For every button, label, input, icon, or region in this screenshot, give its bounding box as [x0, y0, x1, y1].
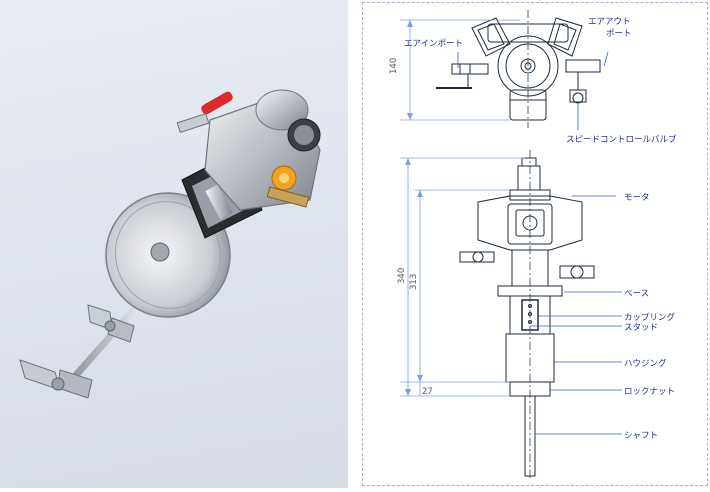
diagram-frame — [362, 2, 708, 486]
dimension-340: 340 — [397, 268, 407, 284]
lower-impeller — [19, 359, 93, 399]
mixer-illustration — [19, 89, 321, 399]
upper-impeller — [87, 304, 135, 343]
dimension-27: 27 — [422, 387, 433, 397]
dimension-313: 313 — [409, 274, 419, 290]
dimension-lines — [400, 19, 525, 397]
label-speed-control-valve: スピードコントロールバルブ — [566, 134, 677, 145]
dimension-arrows — [405, 20, 423, 396]
label-shaft: シャフト — [624, 431, 658, 441]
dimension-diagram: エアインポート エアアウト ポート スピードコントロールバルブ モータ ベース … — [360, 0, 710, 488]
dimension-140: 140 — [389, 58, 399, 74]
label-air-in-port: エアインポート — [404, 39, 463, 49]
red-valve-handle — [176, 91, 233, 134]
label-lock-nut: ロックナット — [624, 387, 675, 397]
label-air-out-port-line2: ポート — [606, 29, 632, 39]
label-base: ベース — [624, 289, 649, 299]
label-air-out-port-line1: エアアウト — [588, 17, 631, 27]
label-coupling: カップリング — [624, 312, 676, 323]
orange-speed-knob — [266, 165, 310, 208]
label-motor: モータ — [624, 193, 650, 203]
leader-lines — [457, 51, 622, 435]
label-housing: ハウジング — [624, 358, 667, 369]
label-stud: スタッド — [624, 323, 658, 333]
center-lines — [527, 10, 531, 480]
product-photo — [0, 0, 348, 488]
technical-drawing: エアインポート エアアウト ポート スピードコントロールバルブ モータ ベース … — [389, 10, 677, 480]
